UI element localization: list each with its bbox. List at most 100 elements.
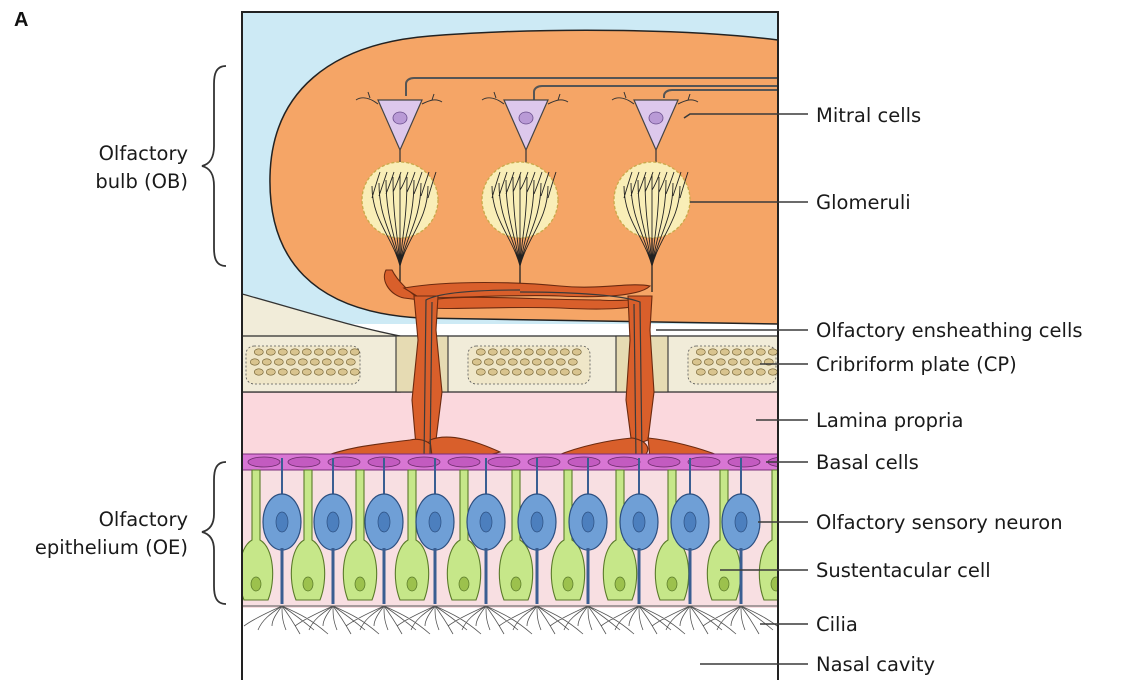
bone-trabecula xyxy=(768,369,777,375)
bone-trabecula xyxy=(560,369,569,375)
basal-cells-label: Basal cells xyxy=(816,451,919,474)
bone-trabecula xyxy=(274,359,283,365)
bone-trabecula xyxy=(544,359,553,365)
sensory-neuron-nucleus xyxy=(582,512,594,532)
bone-trabecula xyxy=(472,359,481,365)
basal-cell xyxy=(608,457,640,467)
olfactory-bulb-label-line2: bulb (OB) xyxy=(95,170,188,193)
bone-trabecula xyxy=(716,359,725,365)
bone-trabecula xyxy=(286,359,295,365)
bone-trabecula xyxy=(262,359,271,365)
sensory-neuron-nucleus xyxy=(633,512,645,532)
cilia-label: Cilia xyxy=(816,613,858,636)
sensory-neuron-nucleus xyxy=(735,512,747,532)
bone-trabecula xyxy=(310,359,319,365)
bone-trabecula xyxy=(720,349,729,355)
sustentacular-nucleus xyxy=(771,577,781,591)
bone-trabecula xyxy=(350,349,359,355)
sustentacular-nucleus xyxy=(355,577,365,591)
bone-trabecula xyxy=(708,349,717,355)
bone-trabecula xyxy=(254,369,263,375)
bone-trabecula xyxy=(696,369,705,375)
sensory-neuron-nucleus xyxy=(480,512,492,532)
sensory-neuron-nucleus xyxy=(684,512,696,532)
bone-trabecula xyxy=(266,349,275,355)
bone-trabecula xyxy=(756,369,765,375)
sensory-neuron-nucleus xyxy=(276,512,288,532)
bone-trabecula xyxy=(732,349,741,355)
bone-trabecula xyxy=(548,369,557,375)
bone-trabecula xyxy=(322,359,331,365)
bone-trabecula xyxy=(532,359,541,365)
bone-trabecula xyxy=(298,359,307,365)
bone-trabecula xyxy=(696,349,705,355)
sensory-neuron-nucleus xyxy=(327,512,339,532)
lamina-propria-label: Lamina propria xyxy=(816,409,963,432)
sustentacular-nucleus xyxy=(511,577,521,591)
bone-trabecula xyxy=(290,349,299,355)
bone-trabecula xyxy=(350,369,359,375)
sensory-neuron-nucleus xyxy=(531,512,543,532)
bone-trabecula xyxy=(768,349,777,355)
olfactory-epithelium-label-line1: Olfactory xyxy=(99,508,188,531)
basal-cell xyxy=(688,457,720,467)
bone-trabecula xyxy=(314,349,323,355)
basal-cell xyxy=(248,457,280,467)
bone-trabecula xyxy=(266,369,275,375)
bone-trabecula xyxy=(536,369,545,375)
bone-trabecula xyxy=(488,369,497,375)
bone-trabecula xyxy=(508,359,517,365)
ensheathing-cells-label: Olfactory ensheathing cells xyxy=(816,319,1083,342)
panel-label: A xyxy=(14,9,28,31)
bone-trabecula xyxy=(752,359,761,365)
bone-trabecula xyxy=(250,359,259,365)
bone-trabecula xyxy=(692,359,701,365)
bone-trabecula xyxy=(556,359,565,365)
bone-trabecula xyxy=(536,349,545,355)
bone-trabecula xyxy=(488,349,497,355)
bone-trabecula xyxy=(568,359,577,365)
olfactory-bulb-label-line1: Olfactory xyxy=(99,142,188,165)
bone-trabecula xyxy=(290,369,299,375)
bone-trabecula xyxy=(524,349,533,355)
bone-trabecula xyxy=(740,359,749,365)
bone-spongy-texture xyxy=(246,346,777,384)
bone-trabecula xyxy=(500,369,509,375)
basal-cell xyxy=(648,457,680,467)
basal-cell xyxy=(528,457,560,467)
bone-trabecula xyxy=(496,359,505,365)
bone-trabecula xyxy=(338,349,347,355)
bone-trabecula xyxy=(346,359,355,365)
bone-trabecula xyxy=(512,369,521,375)
mitral-nucleus xyxy=(393,112,407,124)
bone-trabecula xyxy=(278,369,287,375)
basal-cells-row xyxy=(242,454,800,470)
nasal-cavity-label: Nasal cavity xyxy=(816,653,935,676)
olfactory-bulb-brace xyxy=(202,66,226,266)
bone-trabecula xyxy=(520,359,529,365)
bone-trabecula xyxy=(314,369,323,375)
bone-trabecula xyxy=(744,349,753,355)
bone-trabecula xyxy=(744,369,753,375)
sustentacular-nucleus xyxy=(303,577,313,591)
basal-cell xyxy=(728,457,760,467)
bone-trabecula xyxy=(326,349,335,355)
bone-trabecula xyxy=(572,349,581,355)
bone-trabecula xyxy=(334,359,343,365)
anatomy-art xyxy=(239,12,800,680)
bone-trabecula xyxy=(732,369,741,375)
olfactory-epithelium-label-line2: epithelium (OE) xyxy=(35,536,188,559)
cribriform-plate-label: Cribriform plate (CP) xyxy=(816,353,1017,376)
sustentacular-nucleus xyxy=(615,577,625,591)
bone-trabecula xyxy=(572,369,581,375)
basal-cell xyxy=(448,457,480,467)
sustentacular-nucleus xyxy=(563,577,573,591)
bone-trabecula xyxy=(708,369,717,375)
bone-trabecula xyxy=(704,359,713,365)
bone-trabecula xyxy=(254,349,263,355)
bone-trabecula xyxy=(756,349,765,355)
bone-trabecula xyxy=(476,349,485,355)
bone-trabecula xyxy=(560,349,569,355)
bone-trabecula xyxy=(524,369,533,375)
